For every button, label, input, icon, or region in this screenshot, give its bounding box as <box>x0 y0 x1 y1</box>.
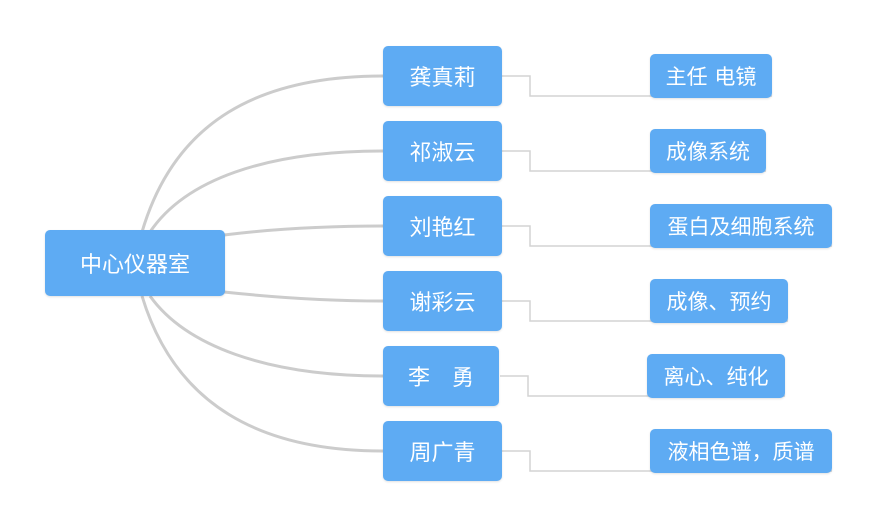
member-node-1[interactable]: 祁淑云 <box>383 121 502 181</box>
member-node-0[interactable]: 龚真莉 <box>383 46 502 106</box>
member-node-4[interactable]: 李 勇 <box>383 346 499 406</box>
duty-node-2[interactable]: 蛋白及细胞系统 <box>650 204 832 248</box>
member-node-3[interactable]: 谢彩云 <box>383 271 502 331</box>
duty-node-0[interactable]: 主任 电镜 <box>650 54 772 98</box>
connector-root-5 <box>140 295 384 453</box>
connector-root-1 <box>148 149 384 233</box>
duty-node-4[interactable]: 离心、纯化 <box>647 354 785 398</box>
connector-root-3 <box>223 290 384 303</box>
duty-node-3[interactable]: 成像、预约 <box>650 279 788 323</box>
connector-duty-1 <box>502 150 766 172</box>
connector-root-2 <box>223 224 384 237</box>
duty-node-1[interactable]: 成像系统 <box>650 129 766 173</box>
member-node-2[interactable]: 刘艳红 <box>383 196 502 256</box>
root-node[interactable]: 中心仪器室 <box>45 230 225 296</box>
member-node-5[interactable]: 周广青 <box>383 421 502 481</box>
connector-root-4 <box>148 295 384 378</box>
duty-node-5[interactable]: 液相色谱，质谱 <box>650 429 832 473</box>
connector-root-0 <box>140 74 384 233</box>
